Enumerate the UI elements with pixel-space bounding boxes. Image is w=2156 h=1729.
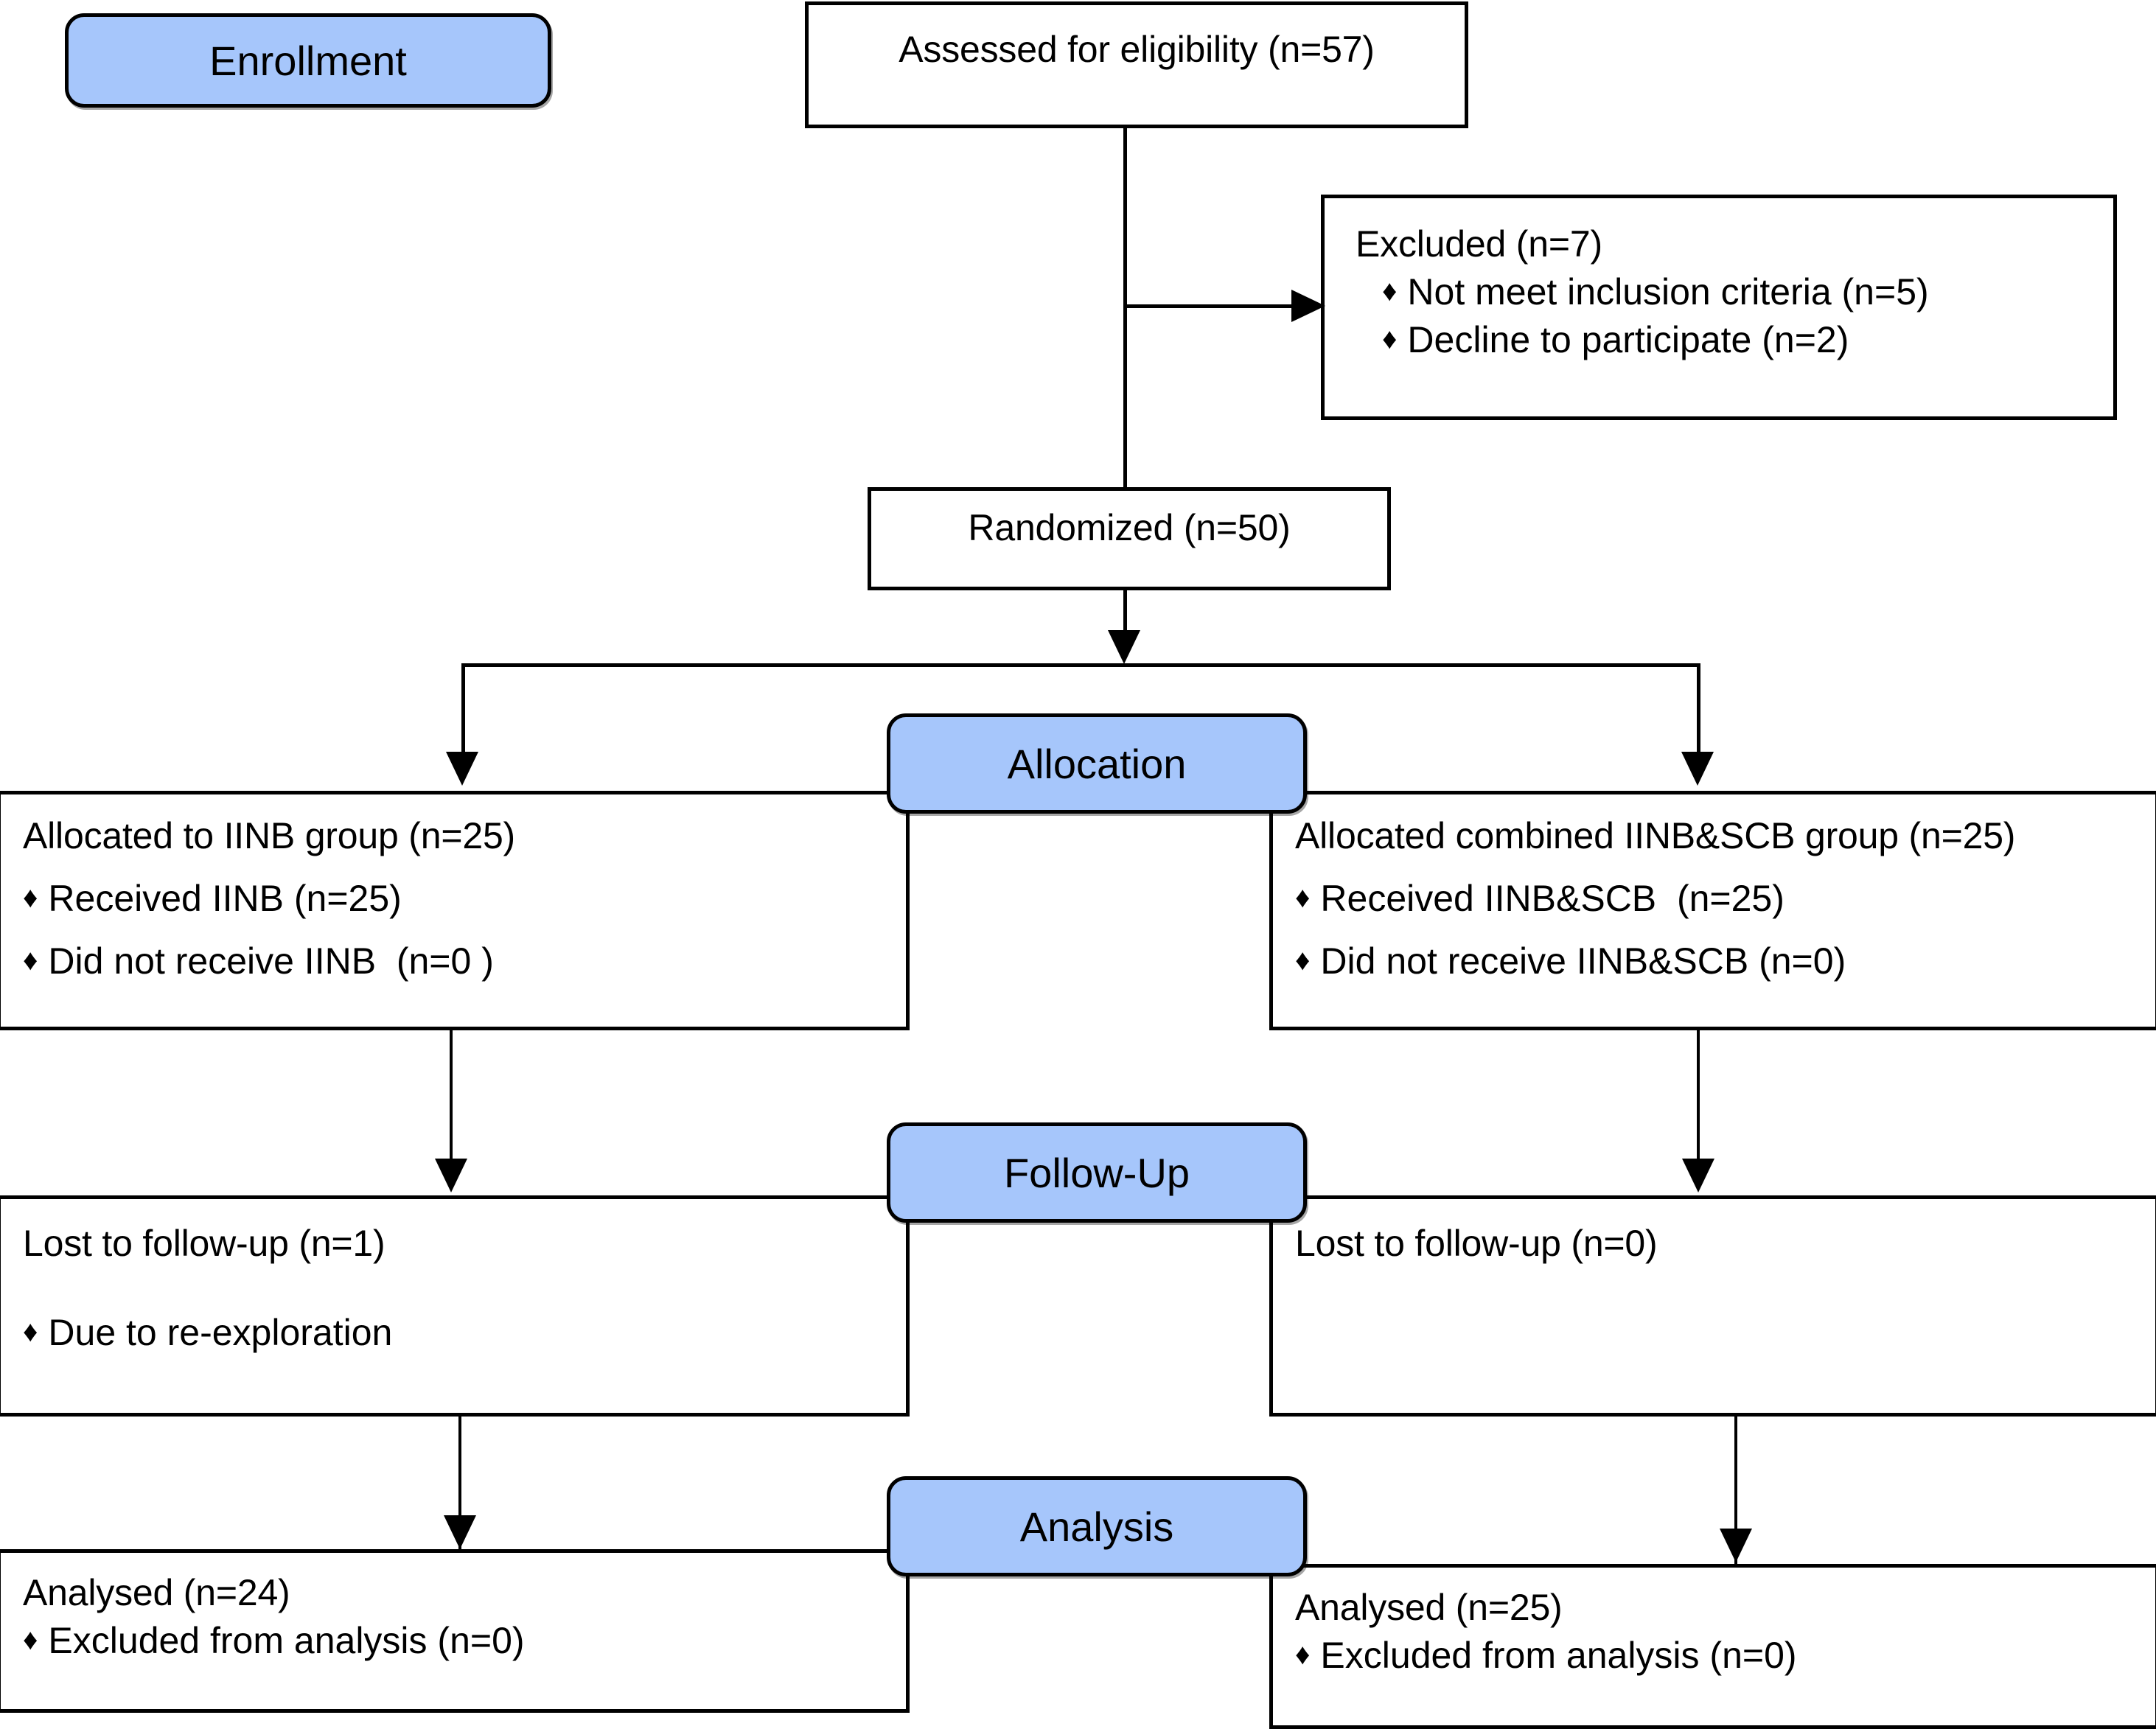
diamond-bullet-icon: ♦ xyxy=(23,1624,38,1656)
excluded-heading: Excluded (n=7) xyxy=(1356,223,1602,265)
diamond-bullet-icon: ♦ xyxy=(23,1316,38,1348)
analysed-right-heading: Analysed (n=25) xyxy=(1295,1587,1563,1628)
allocated-left-item-label: Received IINB (n=25) xyxy=(48,878,402,919)
followup-right-heading: Lost to follow-up (n=0) xyxy=(1295,1223,1658,1264)
allocated-right-heading: Allocated combined IINB&SCB group (n=25) xyxy=(1295,815,2016,856)
node-followup-left: Lost to follow-up (n=1) ♦ Due to re-expl… xyxy=(0,1195,910,1417)
arrowhead-alloc-left-to-followup xyxy=(435,1159,467,1192)
connector-assessed-to-randomized xyxy=(1123,128,1127,489)
stage-badge-analysis-label: Analysis xyxy=(1019,1503,1174,1550)
assessed-line: Assessed for eligibility (n=57) xyxy=(899,29,1375,70)
connector-randomized-down xyxy=(1123,590,1127,636)
allocated-left-item-label: Did not receive IINB (n=0 ) xyxy=(48,940,494,982)
analysed-right-item: ♦ Excluded from analysis (n=0) xyxy=(1295,1632,2133,1680)
followup-left-heading: Lost to follow-up (n=1) xyxy=(23,1223,386,1264)
connector-followup-left-to-analysis xyxy=(458,1417,461,1549)
connector-trunk-to-excluded xyxy=(1123,304,1300,308)
connector-alloc-left-to-followup xyxy=(450,1030,453,1163)
spacer xyxy=(1295,923,2133,937)
diamond-bullet-icon: ♦ xyxy=(1295,881,1311,914)
analysed-right-item-label: Excluded from analysis (n=0) xyxy=(1320,1635,1797,1676)
connector-allocation-split-bar xyxy=(461,663,1700,667)
diamond-bullet-icon: ♦ xyxy=(23,944,38,977)
node-analysed-left: Analysed (n=24) ♦ Excluded from analysis… xyxy=(0,1549,910,1713)
arrowhead-followup-right-to-analysis xyxy=(1720,1529,1752,1562)
diamond-bullet-icon: ♦ xyxy=(1382,323,1398,355)
node-randomized: Randomized (n=50) xyxy=(868,487,1391,590)
node-analysed-right: Analysed (n=25) ♦ Excluded from analysis… xyxy=(1269,1564,2156,1729)
allocated-left-item: ♦ Did not receive IINB (n=0 ) xyxy=(23,937,884,985)
spacer xyxy=(1295,860,2133,875)
stage-badge-follow-up-label: Follow-Up xyxy=(1003,1149,1190,1196)
stage-badge-allocation: Allocation xyxy=(887,713,1307,814)
excluded-item-label: Decline to participate (n=2) xyxy=(1407,319,1849,360)
diamond-bullet-icon: ♦ xyxy=(23,881,38,914)
connector-split-left-arm xyxy=(461,663,465,755)
node-assessed-for-eligibility: Assessed for eligibility (n=57) xyxy=(805,1,1468,128)
connector-followup-right-to-analysis xyxy=(1734,1417,1737,1564)
node-allocated-left: Allocated to IINB group (n=25) ♦ Receive… xyxy=(0,791,910,1030)
analysed-left-heading: Analysed (n=24) xyxy=(23,1572,290,1613)
allocated-right-item: ♦ Did not receive IINB&SCB (n=0) xyxy=(1295,937,2133,985)
diamond-bullet-icon: ♦ xyxy=(1295,1638,1311,1671)
followup-left-item: ♦ Due to re-exploration xyxy=(23,1309,884,1357)
diamond-bullet-icon: ♦ xyxy=(1382,275,1398,307)
excluded-item: ♦ Not meet inclusion criteria (n=5) xyxy=(1382,268,2091,316)
spacer xyxy=(23,1268,884,1309)
stage-badge-follow-up: Follow-Up xyxy=(887,1122,1307,1223)
analysed-left-item: ♦ Excluded from analysis (n=0) xyxy=(23,1617,884,1665)
stage-badge-analysis: Analysis xyxy=(887,1476,1307,1576)
spacer xyxy=(23,923,884,937)
arrowhead-randomized-down xyxy=(1108,630,1140,664)
randomized-line: Randomized (n=50) xyxy=(968,507,1291,548)
allocated-left-heading: Allocated to IINB group (n=25) xyxy=(23,815,515,856)
arrowhead-alloc-right-to-followup xyxy=(1682,1159,1714,1192)
arrowhead-to-excluded xyxy=(1291,290,1325,322)
allocated-right-item-label: Received IINB&SCB (n=25) xyxy=(1320,878,1785,919)
connector-alloc-right-to-followup xyxy=(1697,1030,1700,1163)
stage-badge-allocation-label: Allocation xyxy=(1007,740,1187,787)
node-followup-right: Lost to follow-up (n=0) xyxy=(1269,1195,2156,1417)
excluded-item-label: Not meet inclusion criteria (n=5) xyxy=(1407,271,1929,312)
allocated-right-item: ♦ Received IINB&SCB (n=25) xyxy=(1295,875,2133,923)
arrowhead-split-left xyxy=(446,752,478,786)
arrowhead-followup-left-to-analysis xyxy=(444,1515,476,1549)
spacer xyxy=(23,860,884,875)
allocated-right-item-label: Did not receive IINB&SCB (n=0) xyxy=(1320,940,1846,982)
diamond-bullet-icon: ♦ xyxy=(1295,944,1311,977)
arrowhead-split-right xyxy=(1681,752,1714,786)
analysed-left-item-label: Excluded from analysis (n=0) xyxy=(48,1620,525,1661)
connector-split-right-arm xyxy=(1697,663,1700,755)
stage-badge-enrollment: Enrollment xyxy=(65,13,551,108)
stage-badge-enrollment-label: Enrollment xyxy=(209,37,407,84)
followup-left-item-label: Due to re-exploration xyxy=(48,1312,393,1353)
allocated-left-item: ♦ Received IINB (n=25) xyxy=(23,875,884,923)
excluded-item: ♦ Decline to participate (n=2) xyxy=(1382,316,2091,364)
node-excluded: Excluded (n=7) ♦ Not meet inclusion crit… xyxy=(1321,195,2117,420)
node-allocated-right: Allocated combined IINB&SCB group (n=25)… xyxy=(1269,791,2156,1030)
